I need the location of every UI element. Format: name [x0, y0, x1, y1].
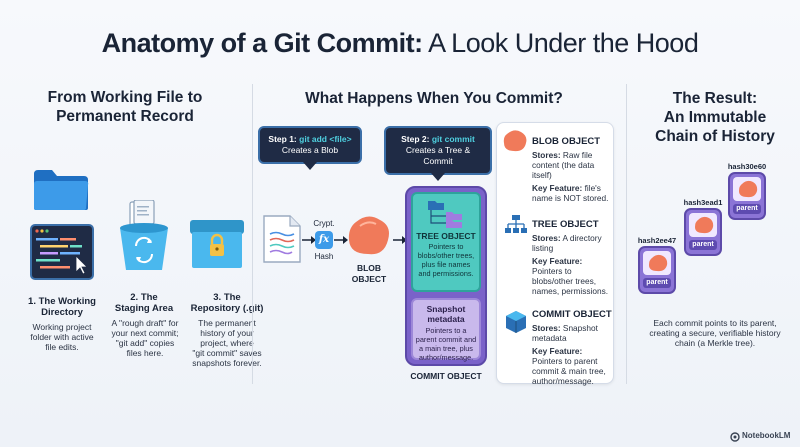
commit-hash-2: hash3ead1 — [683, 198, 723, 207]
brand-watermark: NotebookLM — [730, 431, 796, 443]
hash-label: Hash — [314, 252, 334, 261]
blob-object-title: BLOB OBJECT — [532, 136, 601, 147]
divider-left — [252, 84, 253, 384]
snapshot-title: Snapshot metadata — [426, 304, 466, 324]
commit-block-3: parent — [728, 172, 766, 220]
file-icon — [263, 215, 301, 263]
stage-2-title: 2. The Staging Area — [114, 292, 174, 314]
stage-3-desc: The permanent history of your project, w… — [192, 318, 262, 368]
blob-icon — [695, 216, 714, 234]
cube-icon — [506, 311, 526, 333]
commit-block-2: parent — [684, 208, 722, 256]
blob-icon — [348, 216, 389, 255]
middle-heading: What Happens When You Commit? — [305, 90, 563, 107]
commit-object-title: COMMIT OBJECT — [532, 309, 612, 320]
arrow-icon — [393, 236, 407, 244]
divider-right — [626, 84, 627, 384]
commit-object-label: COMMIT OBJECT — [410, 371, 482, 381]
title-bold: Anatomy of a Git Commit: — [101, 28, 424, 58]
blob-icon — [503, 130, 527, 152]
repository-vault-icon — [190, 220, 244, 268]
tree-object-box: TREE OBJECT Pointers to blobs/other tree… — [411, 192, 481, 292]
staging-bin-icon — [120, 200, 168, 270]
title-light: A Look Under the Hood — [422, 28, 699, 58]
snapshot-desc: Pointers to a parent commit and a main t… — [415, 326, 477, 362]
notebooklm-logo-icon — [730, 432, 740, 442]
right-heading: The Result: An Immutable Chain of Histor… — [655, 90, 775, 145]
arrow-icon — [302, 236, 316, 244]
page-title: Anatomy of a Git Commit: A Look Under th… — [0, 28, 800, 59]
chain-description: Each commit points to its parent, creati… — [649, 318, 781, 348]
left-heading: From Working File to Permanent Record — [47, 89, 203, 125]
tree-hierarchy-icon — [505, 215, 527, 233]
snapshot-metadata-box: Snapshot metadata Pointers to a parent c… — [411, 298, 481, 362]
folder-tree-icon — [428, 201, 462, 228]
crypt-label: Crypt. — [313, 219, 335, 228]
parent-label: parent — [643, 278, 671, 288]
commit-object-diagram: TREE OBJECT Pointers to blobs/other tree… — [405, 186, 487, 366]
hash-function-icon: fx — [315, 231, 333, 249]
tree-object-desc: Stores: A directory listing Key Feature:… — [532, 233, 609, 296]
commit-object-desc: Stores: Snapshot metadata Key Feature: P… — [532, 323, 606, 386]
object-types-panel — [496, 122, 614, 384]
commit-hash-1: hash2ee47 — [637, 236, 677, 245]
stage-3-title: 3. The Repository (.git) — [190, 292, 264, 314]
commit-hash-3: hash30e60 — [727, 162, 767, 171]
step-1-callout: Step 1: git add <file> Creates a Blob — [258, 126, 362, 170]
parent-label: parent — [689, 240, 717, 250]
arrow-icon — [334, 236, 348, 244]
tree-object-title: TREE OBJECT — [532, 219, 599, 230]
tree-object-title: TREE OBJECT — [416, 231, 476, 241]
blob-object-desc: Stores: Raw file content (the data itsel… — [532, 150, 609, 203]
blob-icon — [649, 254, 668, 272]
stage-1-title: 1. The Working Directory — [28, 296, 96, 318]
parent-label: parent — [733, 204, 761, 214]
blob-label: BLOB OBJECT — [351, 263, 387, 284]
tree-object-desc: Pointers to blobs/other trees, plus file… — [417, 242, 475, 278]
blob-icon — [739, 180, 758, 198]
step-2-callout: Step 2: git commit Creates a Tree & Comm… — [384, 126, 492, 181]
code-editor-icon — [30, 224, 94, 280]
folder-icon — [34, 170, 89, 210]
commit-block-1: parent — [638, 246, 676, 294]
stage-1-desc: Working project folder with active file … — [30, 322, 94, 352]
stage-2-desc: A "rough draft" for your next commit; "g… — [111, 318, 179, 358]
